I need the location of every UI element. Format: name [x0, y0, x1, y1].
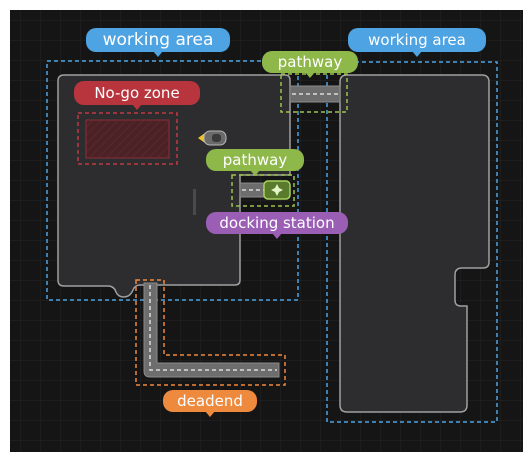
working-area-left-label: working area — [86, 28, 230, 57]
no-go-zone-boundary — [77, 112, 178, 165]
working-area-right-boundary — [326, 61, 498, 423]
sparkle-icon — [271, 184, 283, 196]
pathway-middle-label: pathway — [206, 149, 304, 176]
pathway-top-label: pathway — [262, 51, 358, 78]
no-go-zone-hatch — [86, 120, 169, 158]
working-area-right-label: working area — [348, 28, 486, 57]
robot-mower-icon[interactable] — [198, 130, 227, 146]
working-area-right[interactable] — [339, 74, 490, 413]
pathway-top-boundary — [280, 73, 348, 113]
area-divider-marker — [193, 189, 196, 215]
deadend-label: deadend — [163, 390, 257, 417]
no-go-zone-label: No-go zone — [74, 81, 200, 110]
pathway-middle-boundary — [231, 174, 295, 207]
docking-station-label: docking station — [206, 212, 348, 239]
deadend-path[interactable] — [143, 282, 280, 378]
deadend-centerline — [149, 285, 277, 371]
deadend-boundary — [135, 279, 286, 386]
docking-station[interactable] — [263, 180, 291, 200]
